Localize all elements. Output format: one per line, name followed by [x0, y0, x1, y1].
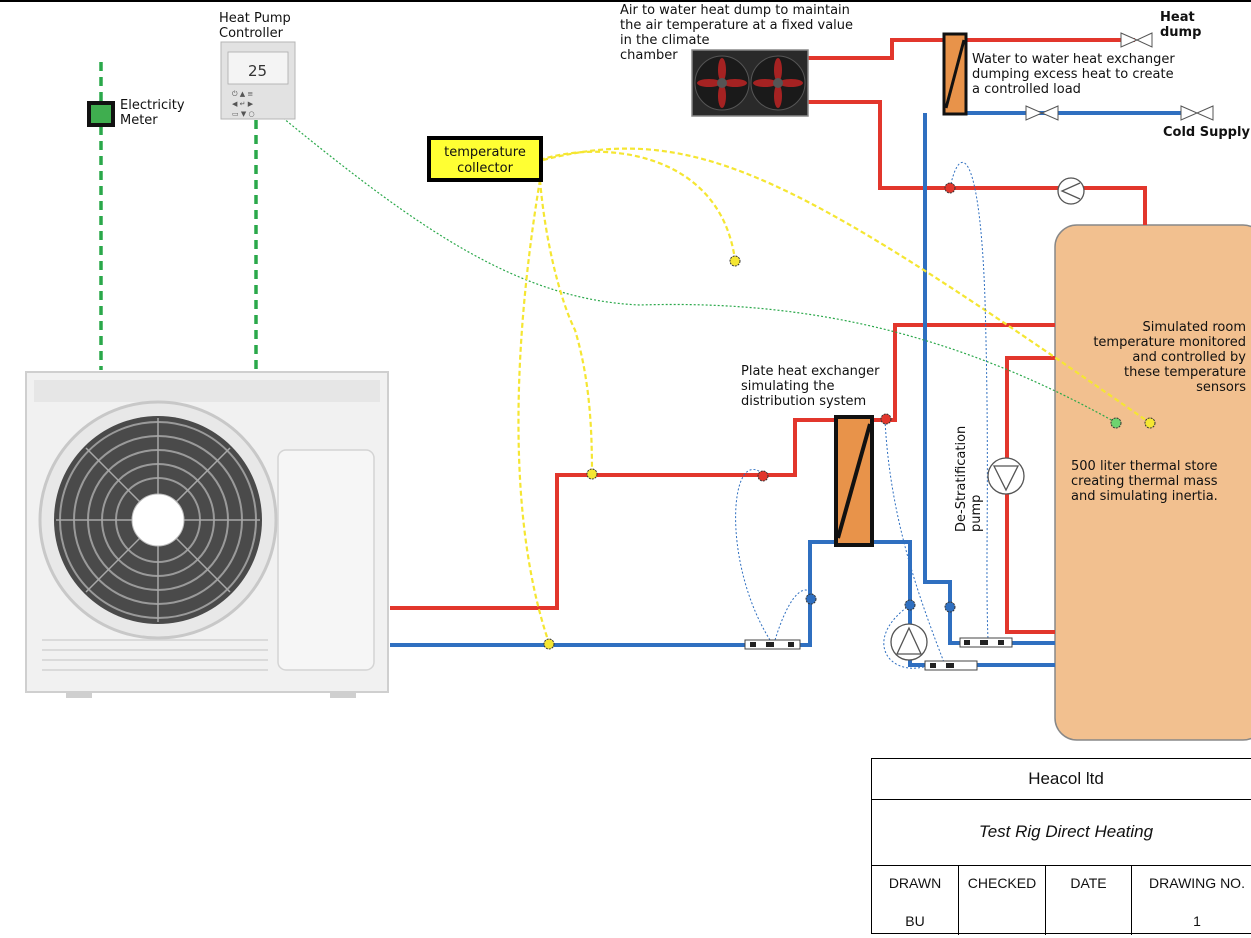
water-to-water-label: Water to water heat exchanger dumping ex…: [972, 52, 1175, 97]
destrat-pump-icon: [987, 457, 1025, 495]
title-block-header: DRAWING NO.: [1149, 875, 1245, 891]
svg-text:⏻ ▲ ≡: ⏻ ▲ ≡: [232, 90, 253, 98]
title-block-value: 1: [1193, 913, 1201, 929]
cold-supply-label: Cold Supply: [1163, 125, 1250, 140]
title-block-drawn-cell: DRAWN BU: [872, 865, 959, 935]
air-to-water-heat-dump: [691, 49, 809, 117]
flow-pipes: [390, 38, 1147, 634]
svg-text:▭ ▼ ○: ▭ ▼ ○: [232, 110, 255, 118]
title-block-date-cell: DATE: [1046, 865, 1132, 935]
air-to-water-label: Air to water heat dump to maintain the a…: [620, 3, 854, 63]
heat-pump-controller-device: 25 ⏻ ▲ ≡ ◀ ↵ ▶ ▭ ▼ ○: [220, 41, 296, 120]
valves: [1025, 32, 1214, 121]
temperature-sensors: [543, 182, 1156, 650]
hp-return-pipe: [390, 540, 840, 647]
destrat-pump-label: De-Stratification pump: [954, 425, 984, 532]
cold-supply-valve: [1180, 105, 1199, 121]
electricity-meter-label: Electricity Meter: [120, 98, 185, 128]
plate-heat-exchanger: [834, 415, 874, 547]
controller-sensor-wire: [282, 117, 1116, 423]
sensor-wire-return: [517, 179, 551, 644]
title-block-company: Heacol ltd: [872, 759, 1251, 800]
electricity-meter-icon: [87, 101, 115, 127]
dump-return-pipe: [808, 100, 1147, 225]
title-block-drawing-no-cell: DRAWING NO. 1: [1132, 865, 1251, 935]
dump-flow-pipe: [808, 38, 943, 60]
heat-dump-valve-left: [1120, 32, 1139, 48]
destrat-loop-pipe: [1005, 356, 1055, 634]
cold-supply-pipe: [923, 113, 1055, 645]
hp-flow-pipe: [390, 418, 840, 610]
heat-dump-label: Heat dump: [1160, 10, 1202, 40]
pumps: [890, 177, 1085, 661]
thermal-store-tank: [1054, 224, 1251, 741]
sensor-wires: [517, 147, 1151, 644]
svg-text:◀ ↵ ▶: ◀ ↵ ▶: [232, 100, 254, 108]
controller-display-value: 25: [248, 62, 267, 80]
thermal-store-label: 500 liter thermal store creating thermal…: [1071, 459, 1218, 504]
title-block-checked-cell: CHECKED: [959, 865, 1046, 935]
title-block-header: CHECKED: [967, 875, 1037, 891]
heat-pump-controller-label: Heat Pump Controller: [219, 11, 291, 41]
flow-meters: [744, 637, 1013, 671]
title-block: Heacol ltd Test Rig Direct Heating DRAWN…: [871, 758, 1251, 935]
temperature-collector: temperature collector: [427, 136, 543, 182]
cold-valve-left: [1025, 105, 1044, 121]
water-to-water-heat-exchanger: [942, 32, 968, 116]
plate-hx-label: Plate heat exchanger simulating the dist…: [741, 364, 880, 409]
title-block-header: DATE: [1070, 875, 1107, 891]
room-temp-label: Simulated room temperature monitored and…: [1093, 320, 1246, 395]
title-block-header: DRAWN: [888, 875, 942, 891]
sensor-wire-room: [542, 147, 1151, 424]
title-block-value: BU: [905, 913, 925, 929]
title-block-title: Test Rig Direct Heating: [872, 799, 1251, 866]
sensor-wire-flow: [538, 179, 594, 475]
heat-pump-outdoor-unit: [25, 371, 389, 698]
circulation-pump-icon: [890, 623, 928, 661]
sensor-wire-air: [539, 150, 737, 261]
signal-lines: [99, 62, 258, 372]
